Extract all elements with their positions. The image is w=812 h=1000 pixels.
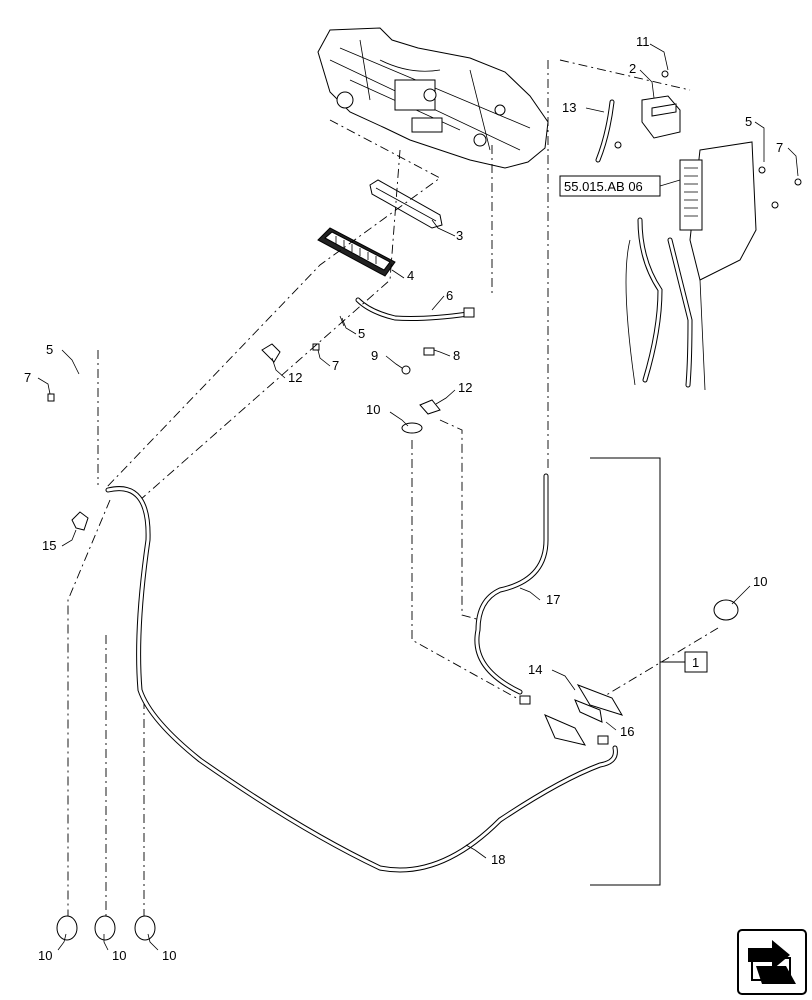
callout-10-bottom-1: 10	[38, 948, 52, 963]
callout-10-bottom-2: 10	[112, 948, 126, 963]
callout-5-center: 5	[358, 326, 365, 341]
callout-18: 18	[491, 852, 505, 867]
callout-5-top-right: 5	[745, 114, 752, 129]
part-18-hose	[105, 486, 618, 873]
part-17-hose	[474, 473, 549, 695]
callout-16: 16	[620, 724, 634, 739]
callout-17: 17	[546, 592, 560, 607]
clamp-rings	[56, 599, 739, 941]
callout-3: 3	[456, 228, 463, 243]
callout-7-left: 7	[24, 370, 31, 385]
callout-10-bottom-3: 10	[162, 948, 176, 963]
construction-lines	[67, 59, 719, 920]
callout-2: 2	[629, 61, 636, 76]
leader-lines	[37, 43, 799, 951]
callout-10-right: 10	[753, 574, 767, 589]
callout-12-right: 12	[458, 380, 472, 395]
callout-7-top-right: 7	[776, 140, 783, 155]
folder-arrow-icon[interactable]	[737, 929, 807, 995]
part-6-hose	[355, 297, 475, 321]
callout-8: 8	[453, 348, 460, 363]
relay-bracket-assembly	[595, 70, 802, 391]
small-hardware	[47, 315, 441, 531]
callout-15: 15	[42, 538, 56, 553]
callout-7-center: 7	[332, 358, 339, 373]
group-1-bracket	[590, 457, 685, 886]
reference-label: 55.015.AB 06	[564, 179, 643, 194]
callout-labels: 11 2 13 5 7 3 4 6 5 7 9 8 12 12 5 7 10 1…	[24, 34, 783, 963]
part-14-16-connectors	[519, 684, 624, 746]
callout-13: 13	[562, 100, 576, 115]
callout-5-left: 5	[46, 342, 53, 357]
callout-12-left: 12	[288, 370, 302, 385]
part-3-gasket	[369, 179, 443, 229]
callout-1-box: 1	[684, 651, 708, 673]
callout-4: 4	[407, 268, 414, 283]
part-4-oil-cooler	[317, 227, 396, 277]
callout-6: 6	[446, 288, 453, 303]
reference-label-box: 55.015.AB 06	[559, 175, 681, 197]
callout-14: 14	[528, 662, 542, 677]
callout-10-center: 10	[366, 402, 380, 417]
callout-11: 11	[636, 34, 650, 49]
engine-frame-assembly	[317, 27, 549, 169]
callout-9: 9	[371, 348, 378, 363]
callout-1: 1	[692, 655, 699, 670]
